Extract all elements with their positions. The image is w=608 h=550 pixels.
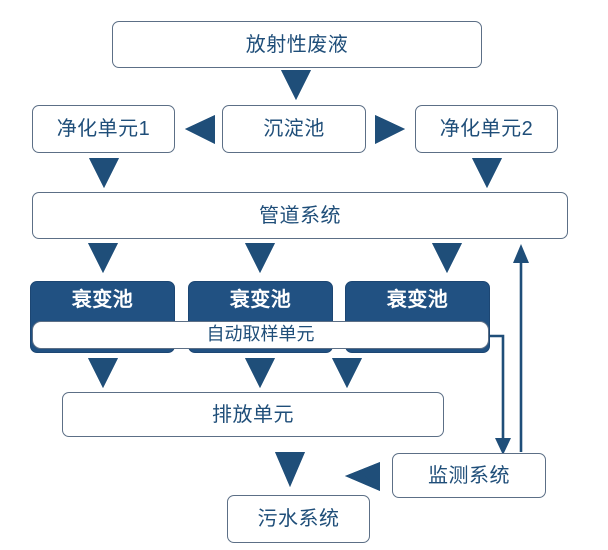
arrow-discharge-to-sewage — [275, 452, 305, 487]
node-discharge-unit[interactable]: 排放单元 — [62, 392, 444, 437]
node-pipeline-system[interactable]: 管道系统 — [32, 192, 568, 239]
node-label: 净化单元1 — [56, 118, 151, 140]
arrow-decay2-to-discharge — [245, 358, 275, 388]
node-label: 衰变池 — [386, 289, 449, 311]
arrow-settling-to-purify1 — [185, 115, 215, 144]
node-label: 自动取样单元 — [206, 324, 315, 345]
arrow-monitoring-to-sewage — [345, 462, 380, 491]
arrow-decay1-to-discharge — [88, 358, 118, 388]
node-label: 排放单元 — [212, 403, 294, 426]
node-settling-tank[interactable]: 沉淀池 — [222, 105, 366, 153]
arrowhead-monitoring-to-pipeline — [513, 244, 529, 263]
node-label: 放射性废液 — [245, 33, 349, 56]
arrow-decay3-to-discharge — [332, 358, 362, 388]
arrow-waste-to-settling — [281, 70, 311, 100]
node-label: 管道系统 — [259, 204, 341, 227]
node-automatic-sampling-unit[interactable]: 自动取样单元 — [32, 321, 489, 349]
node-monitoring-system[interactable]: 监测系统 — [392, 453, 546, 498]
node-label: 监测系统 — [428, 464, 510, 487]
arrow-purify2-to-pipeline — [472, 158, 502, 188]
node-radioactive-waste[interactable]: 放射性废液 — [112, 21, 482, 68]
arrow-sampling-to-monitoring — [489, 334, 505, 444]
node-label: 衰变池 — [71, 289, 134, 311]
node-purification-unit-1[interactable]: 净化单元1 — [32, 105, 175, 153]
node-label: 沉淀池 — [263, 118, 325, 140]
arrow-pipeline-to-decay1 — [88, 243, 118, 273]
arrow-pipeline-to-decay3 — [432, 243, 462, 273]
node-label: 污水系统 — [257, 508, 340, 530]
arrow-settling-to-purify2 — [375, 115, 405, 144]
node-sewage-system[interactable]: 污水系统 — [227, 495, 370, 543]
arrow-purify1-to-pipeline — [89, 158, 119, 188]
arrow-pipeline-to-decay2 — [245, 243, 275, 273]
node-label: 衰变池 — [229, 289, 292, 311]
node-purification-unit-2[interactable]: 净化单元2 — [415, 105, 558, 153]
node-label: 净化单元2 — [439, 118, 534, 140]
